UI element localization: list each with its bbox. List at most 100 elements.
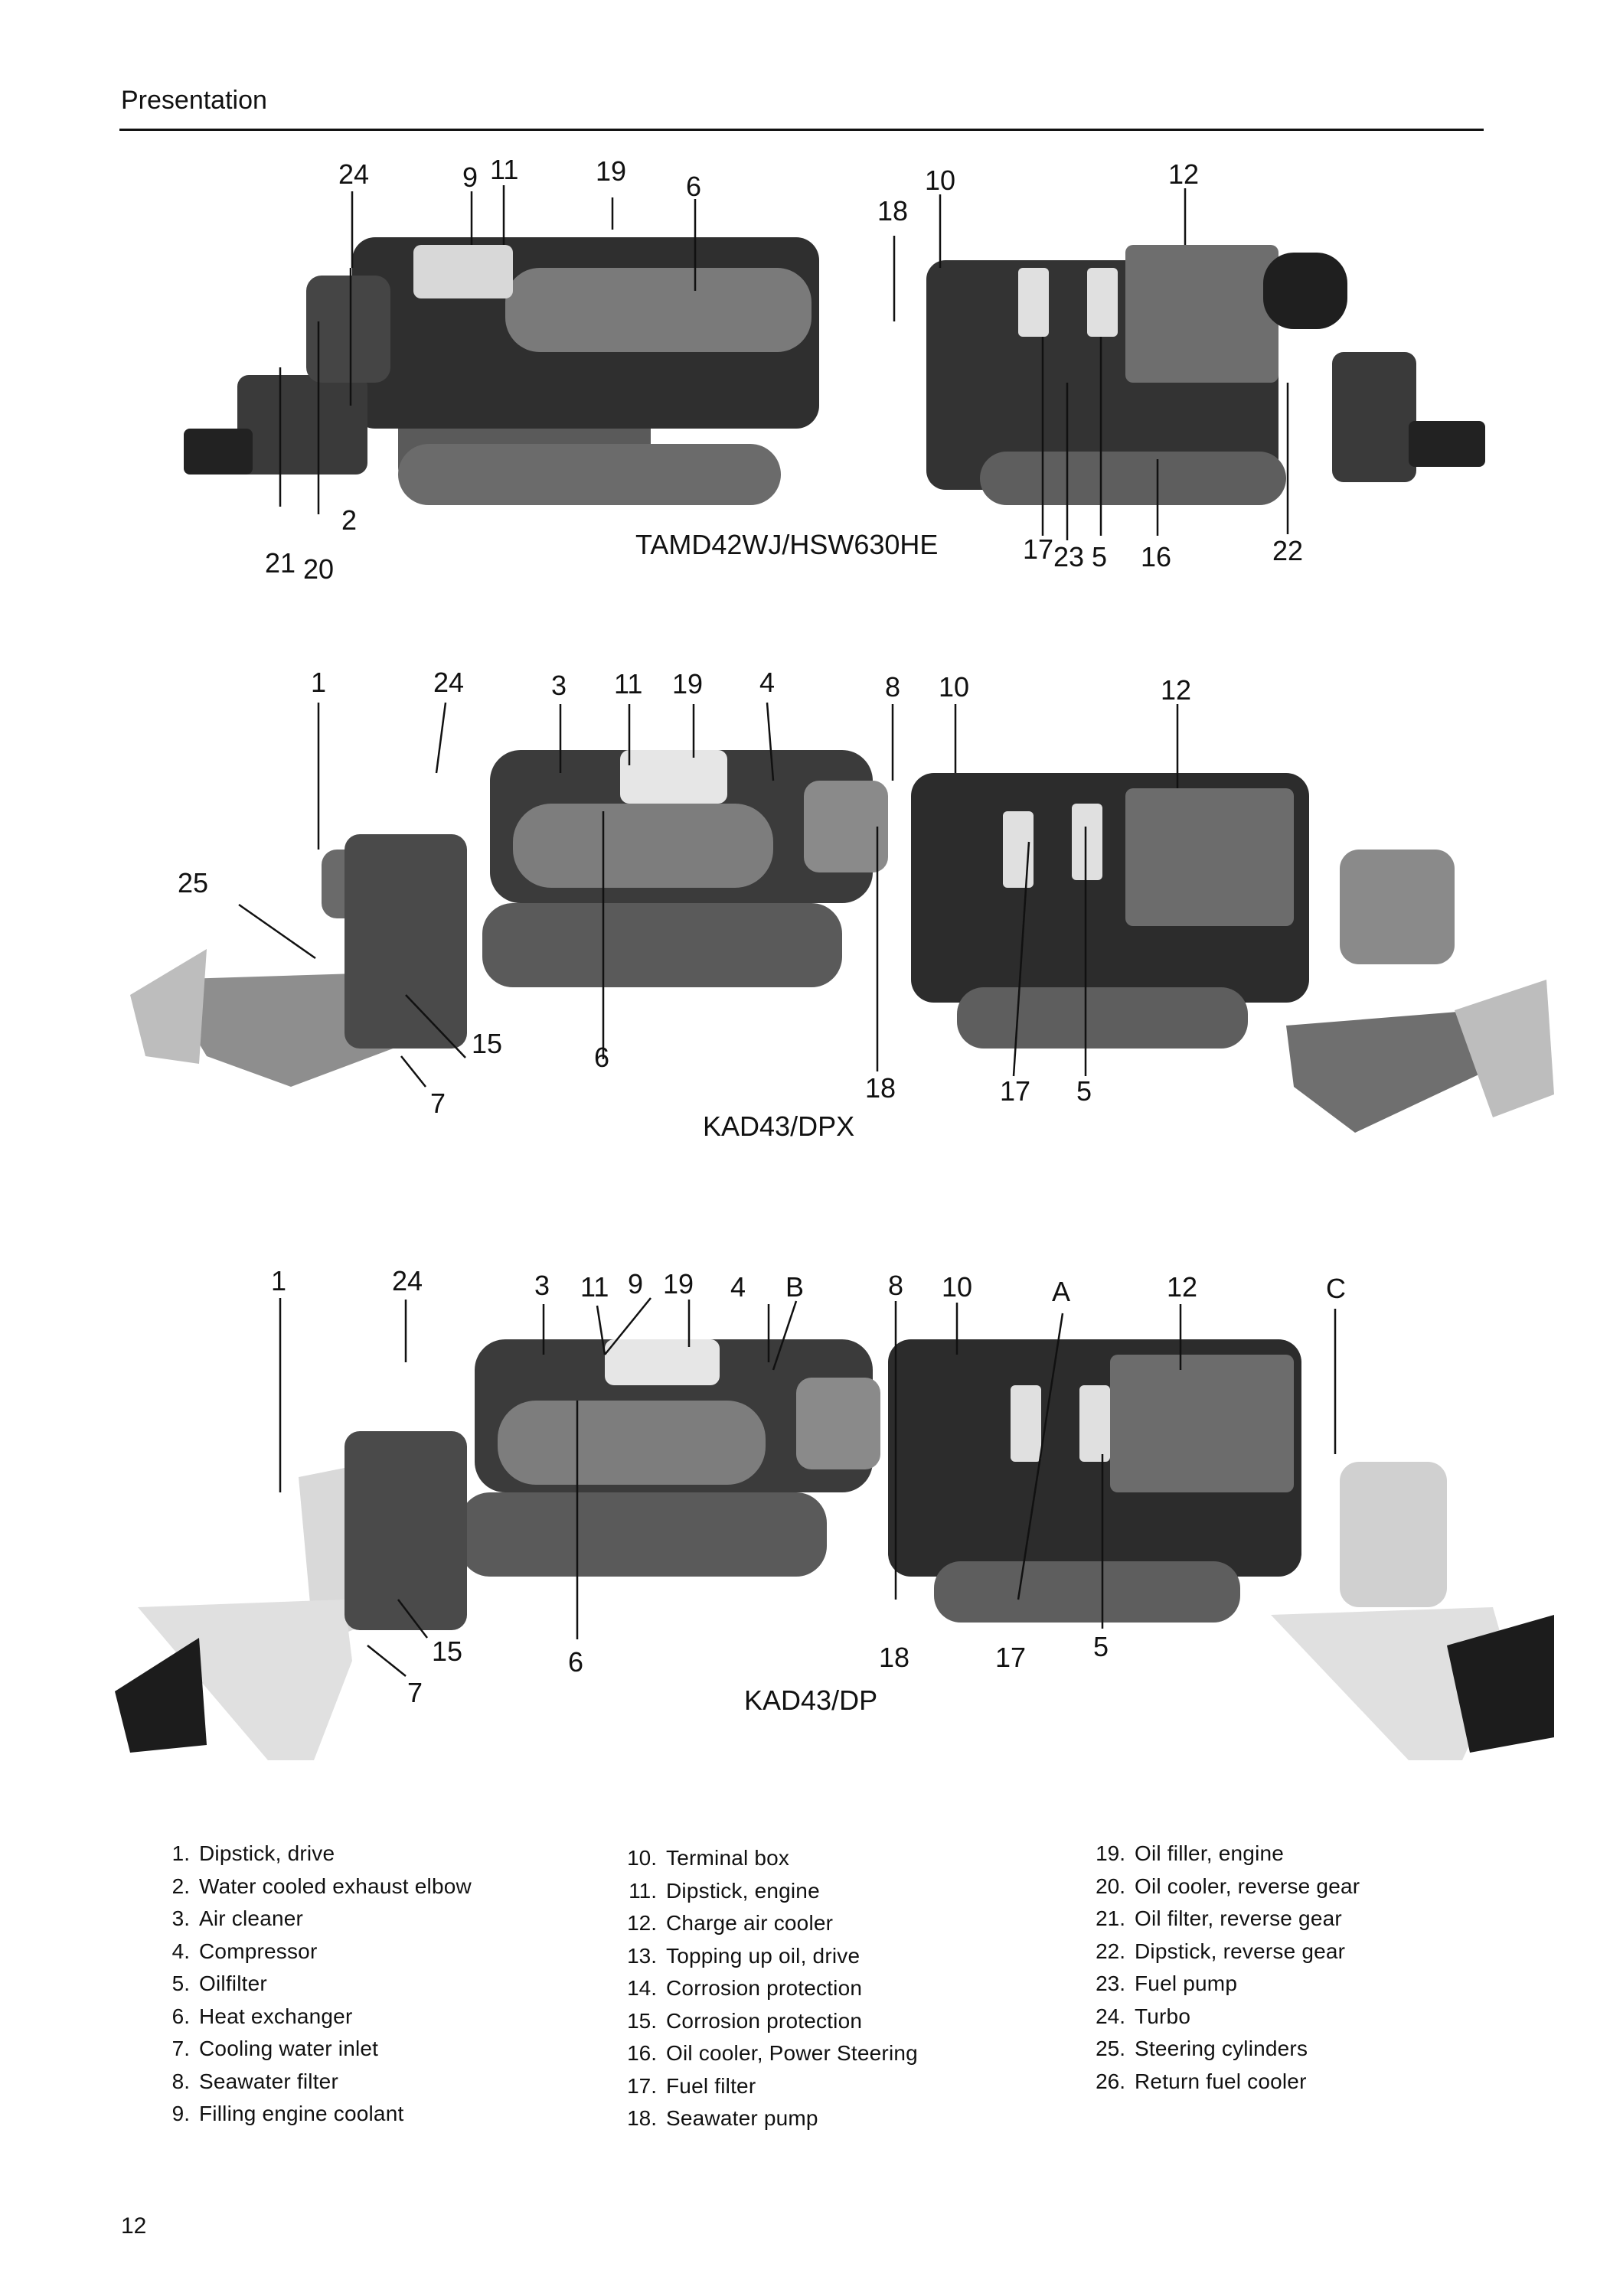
legend-item: 24.Turbo (1096, 2004, 1191, 2028)
legend-item: 3.Air cleaner (171, 1906, 304, 1930)
legend-item: 13.Topping up oil, drive (627, 1943, 860, 1968)
callout-label: 19 (596, 155, 626, 187)
legend-item: 25.Steering cylinders (1096, 2037, 1308, 2060)
page-header-title: Presentation (121, 86, 267, 115)
callout-label: 8 (885, 671, 900, 703)
callout-label: 1 (311, 667, 326, 698)
callout-labels: 24 9 11 19 6 2 21 20 18 10 12 17 23 5 16… (265, 154, 1303, 585)
legend-item: 17.Fuel filter (627, 2073, 756, 2098)
callout-label: 18 (877, 195, 908, 227)
callout-label: B (785, 1271, 804, 1303)
callout-label: 18 (865, 1072, 896, 1104)
callout-label: 24 (433, 667, 464, 698)
callout-label: 4 (730, 1271, 746, 1303)
header-divider (119, 129, 1484, 131)
callout-label: 9 (628, 1268, 643, 1300)
model-caption: KAD43/DPX (703, 1110, 854, 1142)
callout-label: 5 (1093, 1631, 1109, 1662)
callout-label: 5 (1092, 541, 1107, 572)
engine-right-view (926, 245, 1485, 505)
legend-item: 15.Corrosion protection (627, 2008, 863, 2033)
callout-label: 8 (888, 1270, 903, 1301)
callout-label: 23 (1053, 541, 1084, 572)
engine-left-view (130, 750, 888, 1087)
legend-item: 19.Oil filler, engine (1096, 1841, 1285, 1865)
callout-label: 19 (672, 668, 703, 700)
engine-figure-kad43-dpx: 1 24 3 11 19 4 25 15 6 7 8 10 12 18 17 5… (115, 658, 1554, 1179)
callout-label: 10 (939, 671, 969, 703)
callout-leaders (238, 702, 1179, 1088)
engine-left-view (184, 237, 819, 505)
callout-leaders (279, 1297, 1337, 1677)
callout-label: 6 (594, 1042, 609, 1073)
callout-label: 9 (462, 161, 478, 193)
legend-item: 4.Compressor (171, 1939, 318, 1963)
legend-item: 22.Dipstick, reverse gear (1096, 1939, 1346, 1963)
engine-right-view (911, 773, 1554, 1133)
model-caption: TAMD42WJ/HSW630HE (635, 529, 938, 560)
callout-label: 11 (580, 1271, 609, 1303)
callout-label: 16 (1141, 541, 1171, 572)
callout-label: 7 (407, 1677, 423, 1708)
callout-label: 7 (430, 1088, 446, 1119)
legend-item: 11.Dipstick, engine (629, 1878, 820, 1903)
callout-label: 11 (490, 154, 518, 185)
callout-label: 18 (879, 1642, 909, 1673)
callout-label: 17 (995, 1642, 1026, 1673)
legend-item: 1.Dipstick, drive (171, 1841, 335, 1865)
legend-item: 10.Terminal box (627, 1846, 790, 1870)
legend-item: 26.Return fuel cooler (1096, 2069, 1307, 2093)
callout-label: 19 (663, 1268, 694, 1300)
callout-labels: 1 24 3 11 19 4 25 15 6 7 8 10 12 18 17 5… (178, 667, 1191, 1142)
legend-item: 8.Seawater filter (171, 2069, 338, 2093)
engine-figure-kad43-dp: 1 24 3 11 9 19 4 B 15 6 7 8 10 A 12 C 18… (115, 1263, 1554, 1783)
legend-column-2: 10.Terminal box 11.Dipstick, engine 12.C… (612, 1846, 1056, 2139)
callout-label: 2 (341, 504, 357, 536)
legend-item: 2.Water cooled exhaust elbow (171, 1874, 472, 1898)
legend-item: 14.Corrosion protection (627, 1976, 863, 2000)
callout-label: 15 (472, 1028, 502, 1059)
callout-label: 17 (1000, 1075, 1030, 1107)
engine-figure-tamd42: 24 9 11 19 6 2 21 20 18 10 12 17 23 5 16… (115, 153, 1516, 612)
callout-label: 1 (271, 1265, 286, 1296)
legend-item: 5.Oilfilter (171, 1971, 267, 1995)
legend-column-3: 19.Oil filler, engine 20.Oil cooler, rev… (1081, 1841, 1525, 2102)
callout-label: 12 (1161, 674, 1191, 706)
legend-item: 6.Heat exchanger (171, 2004, 353, 2028)
callout-label: 20 (303, 553, 334, 585)
callout-label: 3 (551, 670, 567, 701)
callout-label: A (1052, 1276, 1070, 1307)
legend-item: 18.Seawater pump (627, 2106, 818, 2130)
callout-label: 22 (1272, 535, 1303, 566)
callout-label: 24 (392, 1265, 423, 1296)
legend-item: 7.Cooling water inlet (171, 2037, 379, 2060)
callout-label: 6 (568, 1646, 583, 1678)
engine-right-view (888, 1339, 1554, 1760)
legend-item: 20.Oil cooler, reverse gear (1096, 1874, 1360, 1898)
engine-left-view (115, 1339, 880, 1760)
callout-leaders (279, 185, 1289, 540)
callout-label: 15 (432, 1636, 462, 1667)
callout-label: 12 (1168, 158, 1199, 190)
model-caption: KAD43/DP (744, 1684, 877, 1716)
callout-label: 11 (614, 668, 642, 700)
legend-item: 23.Fuel pump (1096, 1971, 1238, 1995)
callout-label: 3 (534, 1270, 550, 1301)
callout-label: 12 (1167, 1271, 1197, 1303)
callout-label: C (1326, 1273, 1346, 1304)
callout-label: 4 (759, 667, 775, 698)
legend-column-1: 1.Dipstick, drive 2.Water cooled exhaust… (145, 1841, 589, 2135)
callout-label: 10 (942, 1271, 972, 1303)
callout-label: 24 (338, 158, 369, 190)
callout-label: 10 (925, 165, 955, 196)
callout-label: 6 (686, 171, 701, 202)
legend-item: 12.Charge air cooler (627, 1911, 834, 1935)
callout-labels: 1 24 3 11 9 19 4 B 15 6 7 8 10 A 12 C 18… (271, 1265, 1346, 1716)
page-number: 12 (121, 2213, 147, 2239)
legend-item: 16.Oil cooler, Power Steering (627, 2041, 918, 2065)
callout-label: 25 (178, 867, 208, 899)
callout-label: 5 (1076, 1075, 1092, 1107)
callout-label: 17 (1023, 533, 1053, 565)
legend-item: 9.Filling engine coolant (171, 2102, 404, 2125)
legend-item: 21.Oil filter, reverse gear (1096, 1906, 1342, 1930)
